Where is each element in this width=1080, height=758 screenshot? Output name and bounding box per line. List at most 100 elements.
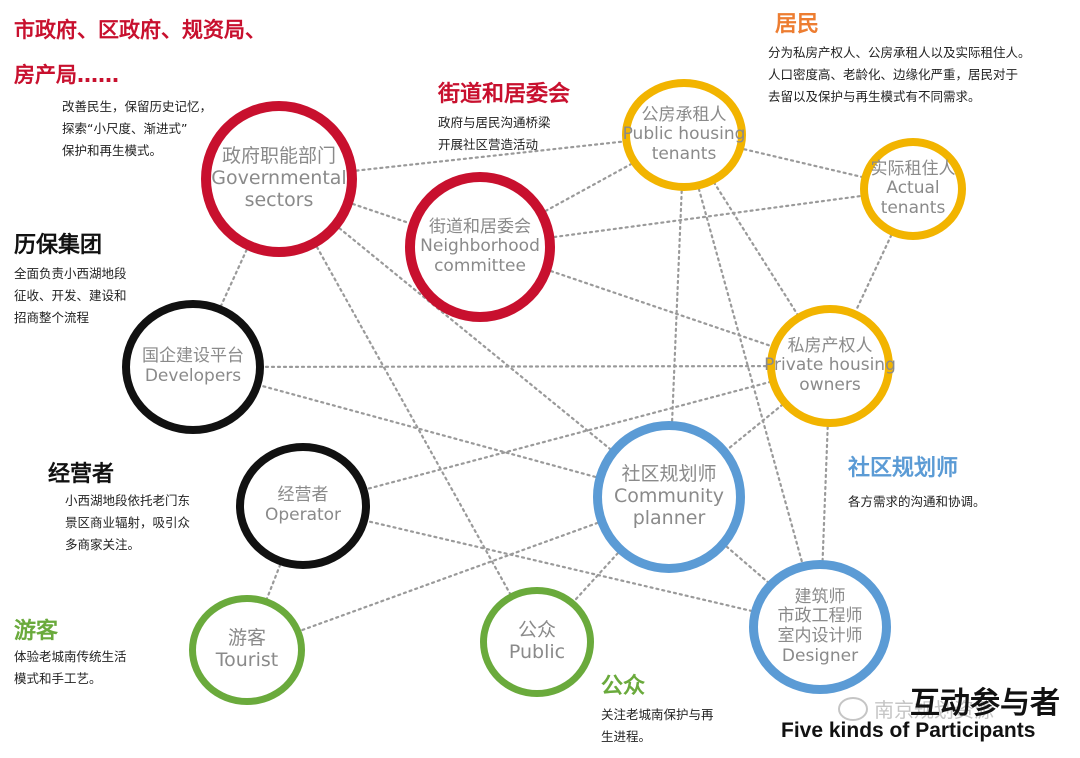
edge-nbh-pub_ten — [544, 160, 637, 212]
edge-gov-pub — [315, 246, 512, 596]
annotation-desc-line: 征收、开发、建设和 — [14, 287, 127, 303]
annotation-desc: 各方需求的沟通和协调。 — [848, 491, 986, 513]
annotation-title-line: 居民 — [775, 12, 820, 37]
node-label-line: Actual — [886, 178, 940, 199]
edge-priv-des — [821, 425, 829, 562]
annotation-title: 游客 — [14, 615, 127, 648]
annotation-title: 历保集团 — [14, 229, 127, 262]
annotation-operator: 经营者 小西湖地段依托老门东景区商业辐射，吸引众多商家关注。 — [48, 458, 190, 556]
annotation-desc-line: 模式和手工艺。 — [14, 670, 102, 686]
annotation-title: 街道和居委会 — [438, 78, 570, 111]
edge-opr-tour — [265, 563, 282, 600]
annotation-desc-line: 分为私房产权人、公房承租人以及实际租住人。 — [768, 45, 1031, 60]
node-label-line: tenants — [651, 143, 717, 164]
annotation-title-line: 社区规划师 — [848, 456, 959, 481]
annotation-desc-line: 去留以及保护与再生模式有不同需求。 — [768, 88, 981, 104]
edge-gov-pub_ten — [355, 139, 630, 172]
edge-opr-des — [363, 519, 756, 613]
legend-title-en: Five kinds of Participants — [781, 719, 1036, 742]
node-label-line: 社区规划师 — [621, 463, 717, 486]
edge-gov-cp — [338, 227, 612, 451]
node-label-line: Public — [508, 641, 566, 663]
annotation-title-line: 房产局…… — [14, 63, 119, 87]
annotation-desc-line: 人口密度高、老龄化、边缘化严重，居民对于 — [768, 66, 1019, 82]
annotation-desc-line: 各方需求的沟通和协调。 — [848, 494, 986, 509]
node-label-line: 公众 — [517, 619, 556, 642]
annotation-desc-line: 保护和再生模式。 — [62, 142, 163, 158]
annotation-title: 公众 — [601, 670, 714, 703]
node-label-line: owners — [799, 374, 861, 395]
annotation-desc: 体验老城南传统生活模式和手工艺。 — [14, 646, 127, 690]
annotation-title-line: 市政府、区政府、规资局、 — [14, 18, 266, 42]
annotation-developers: 历保集团 全面负责小西湖地段征收、开发、建设和招商整个流程 — [14, 229, 127, 329]
node-label-line: 政府职能部门 — [221, 145, 336, 168]
node-label-line: 公房承租人 — [641, 104, 727, 125]
edge-gov-dev — [219, 248, 248, 308]
edge-cp-pub — [572, 552, 619, 603]
annotation-public: 公众 关注老城南保护与再生进程。 — [601, 670, 714, 748]
annotation-government: 市政府、区政府、规资局、房产局…… 改善民生，保留历史记忆， 探索“小尺度、渐进式… — [14, 8, 266, 162]
edge-gov-nbh — [351, 202, 411, 225]
node-label-line: 游客 — [227, 627, 266, 650]
node-label-line: 国企建设平台 — [142, 346, 244, 367]
edge-priv-opr — [362, 380, 773, 491]
annotation-desc-line: 招商整个流程 — [14, 309, 90, 325]
node-label-line: planner — [632, 506, 706, 529]
annotation-desc: 关注老城南保护与再生进程。 — [601, 704, 714, 748]
annotation-desc-line: 开展社区营造活动 — [438, 136, 539, 152]
edge-nbh-act_ten — [553, 194, 864, 239]
node-label-line: Private housing — [764, 355, 896, 376]
annotation-desc: 小西湖地段依托老门东景区商业辐射，吸引众多商家关注。 — [48, 490, 190, 556]
annotation-residents: 居民 分为私房产权人、公房承租人以及实际租住人。人口密度高、老龄化、边缘化严重，… — [768, 8, 1031, 108]
node-label-line: 市政工程师 — [777, 606, 863, 627]
wechat-icon — [838, 696, 868, 721]
annotation-desc: 政府与居民沟通桥梁开展社区营造活动 — [438, 112, 570, 156]
node-label-line: 实际租住人 — [870, 158, 956, 179]
node-label-line: Community — [614, 485, 724, 508]
annotation-title: 经营者 — [48, 458, 190, 491]
edge-pub_ten-des — [697, 187, 804, 564]
edge-pub_ten-priv — [712, 181, 799, 316]
node-label-line: 室内设计师 — [777, 626, 863, 646]
node-label-line: 私房产权人 — [787, 335, 873, 356]
node-label-line: Tourist — [215, 649, 279, 671]
annotation-title: 社区规划师 — [848, 452, 986, 485]
legend-title-cn: 互动参与者 — [910, 686, 1060, 721]
annotation-title-line: 历保集团 — [14, 233, 103, 258]
annotation-desc-line: 改善民生，保留历史记忆， — [62, 99, 213, 114]
edge-cp-des — [725, 545, 771, 585]
annotation-desc: 分为私房产权人、公房承租人以及实际租住人。人口密度高、老龄化、边缘化严重，居民对… — [768, 42, 1031, 108]
node-label-line: 街道和居委会 — [429, 216, 531, 237]
annotation-title-line: 街道和居委会 — [438, 82, 571, 107]
annotation-desc-line: 小西湖地段依托老门东 — [65, 493, 191, 508]
edge-nbh-priv — [549, 270, 774, 348]
node-label-line: Neighborhood — [420, 236, 540, 257]
annotation-desc-line: 探索“小尺度、渐进式” — [62, 120, 188, 136]
annotation-desc-line: 体验老城南传统生活 — [14, 649, 127, 664]
edge-act_ten-priv — [854, 234, 893, 312]
annotation-desc: 全面负责小西湖地段征收、开发、建设和招商整个流程 — [14, 263, 127, 329]
edge-cp-tour — [297, 521, 599, 633]
node-label-line: 建筑师 — [794, 586, 846, 607]
annotation-desc-line: 政府与居民沟通桥梁 — [438, 115, 551, 130]
annotation-desc-line: 全面负责小西湖地段 — [14, 266, 127, 281]
annotation-desc-line: 多商家关注。 — [65, 536, 141, 552]
edge-priv-cp — [726, 403, 784, 451]
node-label-line: Governmental — [211, 167, 347, 190]
annotation-community-planner: 社区规划师 各方需求的沟通和协调。 — [848, 452, 986, 513]
edge-pub_ten-cp — [670, 189, 683, 423]
annotation-tourist: 游客 体验老城南传统生活模式和手工艺。 — [14, 615, 127, 690]
edge-dev-cp — [256, 383, 597, 479]
annotation-title-line: 公众 — [601, 674, 646, 699]
